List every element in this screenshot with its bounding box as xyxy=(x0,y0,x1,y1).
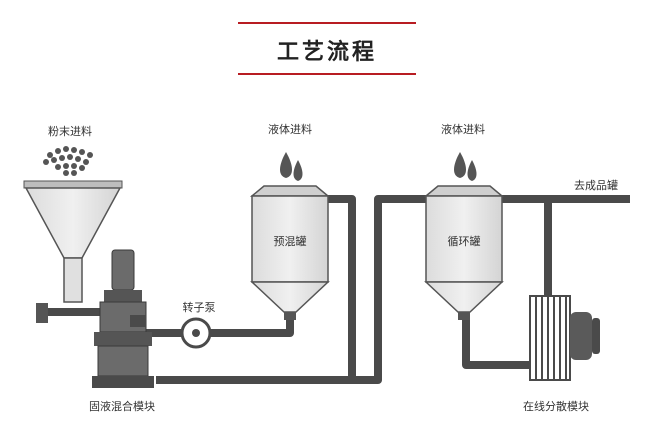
label-premix-tank: 预混罐 xyxy=(274,235,307,248)
label-powder-feed: 粉末进料 xyxy=(48,124,92,138)
label-liquid-feed-2: 液体进料 xyxy=(441,122,485,136)
label-inline-dispersion-module: 在线分散模块 xyxy=(523,399,589,413)
title-top-rule xyxy=(238,22,416,24)
circulation-tank xyxy=(423,185,505,320)
pipe-network xyxy=(38,195,630,384)
pipe-circulation-to-dispersion xyxy=(462,318,530,369)
label-solid-liquid-module: 固液混合模块 xyxy=(89,399,155,413)
page-title: 工艺流程 xyxy=(276,40,377,65)
liquid-drops-2 xyxy=(454,152,477,181)
pipe-pump-to-premix xyxy=(210,318,294,337)
powder-particles xyxy=(43,146,93,176)
pipe-to-circulation xyxy=(352,195,426,384)
rotor-pump xyxy=(180,317,212,349)
title-block: 工艺流程 xyxy=(238,22,416,76)
solid-liquid-mixer xyxy=(92,249,154,388)
label-liquid-feed-1: 液体进料 xyxy=(268,122,312,136)
premix-tank xyxy=(249,185,331,320)
pipe-premix-return xyxy=(156,195,356,384)
inline-dispersion-module xyxy=(529,295,600,381)
powder-hopper xyxy=(23,180,123,323)
label-rotor-pump: 转子泵 xyxy=(183,300,216,314)
label-to-product-tank: 去成品罐 xyxy=(574,179,618,192)
label-circulation-tank: 循环罐 xyxy=(448,235,481,248)
liquid-drops-1 xyxy=(280,152,303,181)
title-bottom-rule xyxy=(238,73,416,75)
